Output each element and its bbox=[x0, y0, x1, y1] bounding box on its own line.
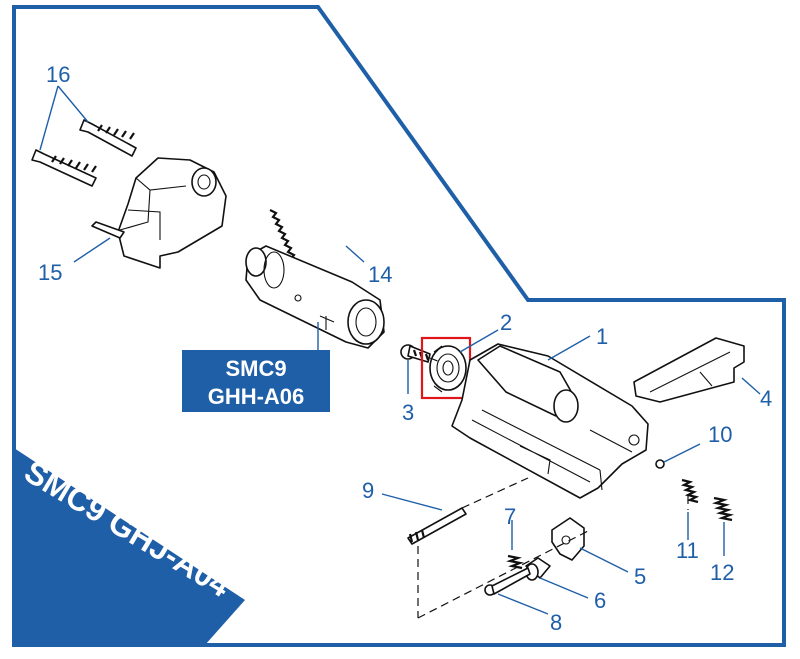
label-part-4: 4 bbox=[760, 386, 772, 411]
part-11-spring bbox=[680, 478, 700, 504]
corner-banner: SMC9 GHJ-A04 bbox=[14, 448, 245, 645]
part-2-bushing bbox=[429, 345, 467, 393]
nozzle-subassembly bbox=[245, 245, 385, 349]
label-part-11: 11 bbox=[676, 538, 699, 563]
part-15-housing bbox=[91, 157, 227, 269]
part-5-lever bbox=[551, 517, 585, 561]
assembly-axes bbox=[417, 357, 689, 619]
label-part-16: 16 bbox=[46, 62, 70, 87]
part-4-slide bbox=[633, 337, 745, 403]
label-part-2: 2 bbox=[500, 310, 512, 335]
part-6-sleeve bbox=[525, 557, 551, 581]
label-part-8: 8 bbox=[550, 610, 562, 635]
part-12-spring bbox=[712, 496, 734, 522]
part-7-spring bbox=[506, 554, 524, 570]
part-10-ball bbox=[655, 459, 665, 469]
part-1-frame bbox=[451, 343, 649, 499]
label-part-3: 3 bbox=[402, 400, 414, 425]
subassembly-label-line2: GHH-A06 bbox=[208, 384, 305, 409]
part-8-pin bbox=[484, 567, 531, 596]
label-part-12: 12 bbox=[710, 560, 734, 585]
subassembly-label-line1: SMC9 bbox=[225, 356, 286, 381]
part-3-screw bbox=[400, 344, 431, 363]
label-part-10: 10 bbox=[708, 422, 732, 447]
subassembly-label: SMC9 GHH-A06 bbox=[182, 350, 330, 412]
label-part-5: 5 bbox=[634, 564, 646, 589]
label-part-14: 14 bbox=[368, 262, 392, 287]
label-part-1: 1 bbox=[596, 324, 608, 349]
leader-lines bbox=[39, 85, 761, 615]
part-9-pin bbox=[407, 507, 467, 545]
part-16-screws bbox=[31, 119, 137, 187]
label-part-9: 9 bbox=[362, 478, 374, 503]
label-part-7: 7 bbox=[504, 504, 516, 529]
label-part-15: 15 bbox=[38, 260, 62, 285]
label-part-6: 6 bbox=[594, 588, 606, 613]
